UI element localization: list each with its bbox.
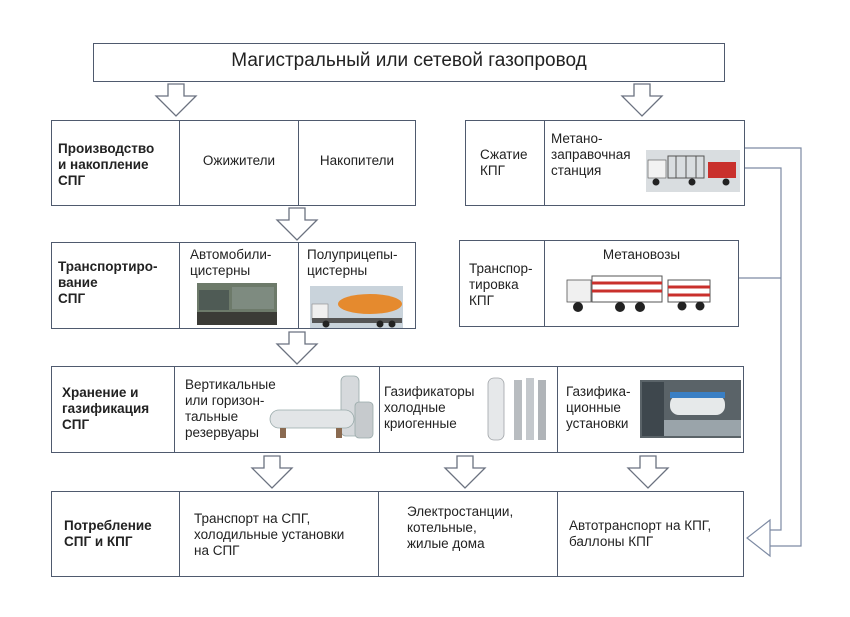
storage-label: Хранение и газификация СПГ [62,385,150,432]
production-row: Производство и накопление СПГ Ожижители … [51,120,416,206]
liquefiers-cell: Ожижители [179,121,298,205]
arrow-transport-to-storage [276,331,318,365]
storages-text: Накопители [319,153,395,168]
arrow-reservoirs-to-consumption [251,455,293,489]
arrow-production-to-transport [276,207,318,241]
consumption-row: Потребление СПГ и КПГ Транспорт на СПГ, … [51,491,744,577]
arrow-units-to-consumption [627,455,669,489]
tank-trucks-text: Автомобили- цистерны [190,247,272,278]
arrow-pipeline-to-production [155,83,197,117]
filling-station-cell: Метано- заправочная станция [544,121,744,205]
lng-transport-consumers-text: Транспорт на СПГ, холодильные установки … [194,511,345,558]
pipeline-title: Магистральный или сетевой газопровод [231,50,587,71]
main-pipeline-box: Магистральный или сетевой газопровод [93,43,725,82]
reservoir-image [269,375,374,439]
tank-trucks-cell: Автомобили- цистерны [179,243,298,328]
cng-transport-row: Транспор- тировка КПГ Метановозы [459,240,739,327]
lng-transport-consumers-cell: Транспорт на СПГ, холодильные установки … [179,492,378,576]
filling-station-text: Метано- заправочная станция [551,131,631,178]
gas-carriers-text: Метановозы [602,247,681,262]
reservoirs-cell: Вертикальные или горизон- тальные резерв… [174,367,379,452]
cold-gasifiers-cell: Газификаторы холодные криогенные [379,367,557,452]
power-stations-cell: Электростанции, котельные, жилые дома [378,492,557,576]
power-stations-text: Электростанции, котельные, жилые дома [407,504,514,551]
tank-trucks-image [197,283,277,325]
gasification-units-text: Газифика- ционные установки [566,384,631,431]
storages-cell: Накопители [298,121,415,205]
cold-gasifiers-image [487,377,546,441]
consumption-label: Потребление СПГ и КПГ [64,518,152,549]
storage-row: Хранение и газификация СПГ Вертикальные … [51,366,744,453]
gasification-units-image [640,380,741,438]
filling-station-image [646,150,740,192]
semitrailer-cell: Полуприцепы- цистерны [298,243,415,328]
cold-gasifiers-text: Газификаторы холодные криогенные [384,384,475,431]
semitrailer-image [310,286,403,328]
cng-transport-label: Транспор- тировка КПГ [469,261,533,308]
arrow-gasifiers-to-consumption [444,455,486,489]
cng-connector [739,147,802,547]
connector-arrowhead [746,518,771,558]
cng-vehicles-text: Автотранспорт на КПГ, баллоны КПГ [569,518,712,549]
cng-vehicles-cell: Автотранспорт на КПГ, баллоны КПГ [557,492,743,576]
transport-lng-label: Транспортиро- вание СПГ [58,259,158,306]
cng-compression-label: Сжатие КПГ [480,147,528,178]
reservoirs-text: Вертикальные или горизон- тальные резерв… [185,377,276,440]
production-label: Производство и накопление СПГ [58,141,155,188]
arrow-pipeline-to-compression [621,83,663,117]
gas-carriers-image [566,275,711,312]
liquefiers-text: Ожижители [202,153,276,168]
gasification-units-cell: Газифика- ционные установки [557,367,743,452]
semitrailer-text: Полуприцепы- цистерны [307,247,398,278]
gas-carriers-cell: Метановозы [544,241,738,326]
